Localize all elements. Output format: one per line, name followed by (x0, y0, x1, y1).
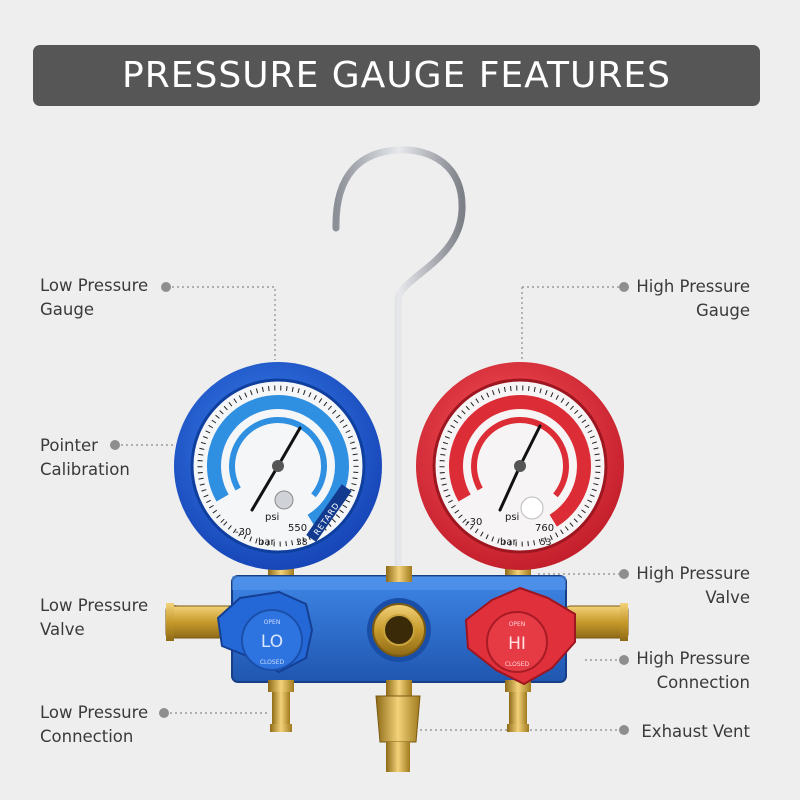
title-banner: PRESSURE GAUGE FEATURES (33, 45, 760, 106)
low-tick-max: 550 (288, 523, 307, 534)
callout-low-pressure-valve: Low Pressure Valve (40, 596, 149, 639)
callout-high-pressure-connection: High Pressure Connection (636, 649, 750, 692)
callout-dots (110, 282, 629, 735)
callout-low-pressure-gauge: Low Pressure Gauge (40, 276, 149, 319)
high-gauge-pointer (518, 424, 542, 468)
low-pointer-calibration-screw (274, 490, 294, 510)
low-psi-label: psi (265, 512, 279, 523)
high-bar-label: bar (500, 537, 517, 548)
high-tick-min: -30 (466, 517, 482, 528)
high-psi-label: psi (505, 512, 519, 523)
high-pointer-calibration-screw (520, 496, 544, 520)
callout-low-pressure-connection: Low Pressure Connection (40, 703, 149, 746)
low-tick-min: -30 (235, 527, 251, 538)
hi-closed-label: CLOSED (505, 661, 530, 668)
hi-knob-label: HI (508, 634, 526, 654)
manifold-block (231, 566, 567, 683)
lo-knob-label: LO (261, 632, 283, 652)
low-gauge-pointer (276, 426, 302, 468)
hanger-hook (332, 146, 466, 574)
low-tick-bar: 38 (296, 538, 308, 548)
high-pressure-connection-bottom (505, 680, 531, 732)
hi-open-label: OPEN (509, 621, 526, 628)
page-title: PRESSURE GAUGE FEATURES (122, 55, 671, 96)
high-pressure-gauge: psi bar -30 760 53 (416, 362, 624, 570)
callout-exhaust-vent: Exhaust Vent (641, 722, 750, 741)
low-pressure-connection (268, 680, 294, 732)
callout-high-pressure-valve: High Pressure Valve (636, 564, 750, 607)
high-tick-bar: 53 (540, 538, 551, 548)
callout-high-pressure-gauge: High Pressure Gauge (636, 277, 750, 320)
low-bar-label: bar (258, 537, 275, 548)
low-pressure-gauge: psi bar -30 550 38 RETARD (174, 362, 382, 570)
high-pressure-valve-knob[interactable]: HI OPEN CLOSED (465, 587, 576, 685)
exhaust-vent (375, 680, 421, 772)
lo-closed-label: CLOSED (260, 659, 285, 666)
low-pressure-valve-knob[interactable]: LO OPEN CLOSED (217, 591, 313, 673)
callout-pointer-calibration: Pointer Calibration (40, 436, 130, 479)
lo-open-label: OPEN (264, 619, 281, 626)
high-tick-max: 760 (535, 523, 554, 534)
